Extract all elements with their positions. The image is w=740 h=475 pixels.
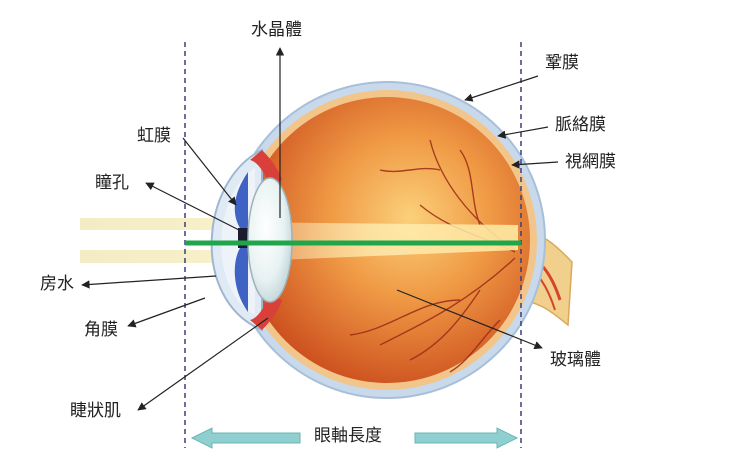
incoming-light-beam-lower xyxy=(80,250,230,263)
label-retina: 視網膜 xyxy=(565,152,616,172)
label-lens: 水晶體 xyxy=(251,20,302,40)
pupil-shape xyxy=(238,228,248,248)
label-vitreous: 玻璃體 xyxy=(550,350,601,370)
lens-shape xyxy=(247,177,293,303)
iris-shape xyxy=(234,172,248,228)
label-aqueous-humor: 房水 xyxy=(40,274,74,294)
label-ciliary-muscle: 睫狀肌 xyxy=(70,401,121,421)
ciliary-body-lower xyxy=(250,294,282,330)
incoming-light-beam-upper xyxy=(80,218,230,230)
label-axial-length: 眼軸長度 xyxy=(308,428,388,445)
leader-lines xyxy=(81,47,559,411)
label-cornea: 角膜 xyxy=(84,320,118,340)
ciliary-body-upper xyxy=(250,150,282,186)
label-choroid: 脈絡膜 xyxy=(555,115,606,135)
axial-length-arrow-right xyxy=(414,427,519,449)
label-iris: 虹膜 xyxy=(137,126,171,146)
label-pupil: 瞳孔 xyxy=(95,173,129,193)
label-sclera: 鞏膜 xyxy=(545,53,579,73)
axial-length-arrow-left xyxy=(190,427,301,449)
